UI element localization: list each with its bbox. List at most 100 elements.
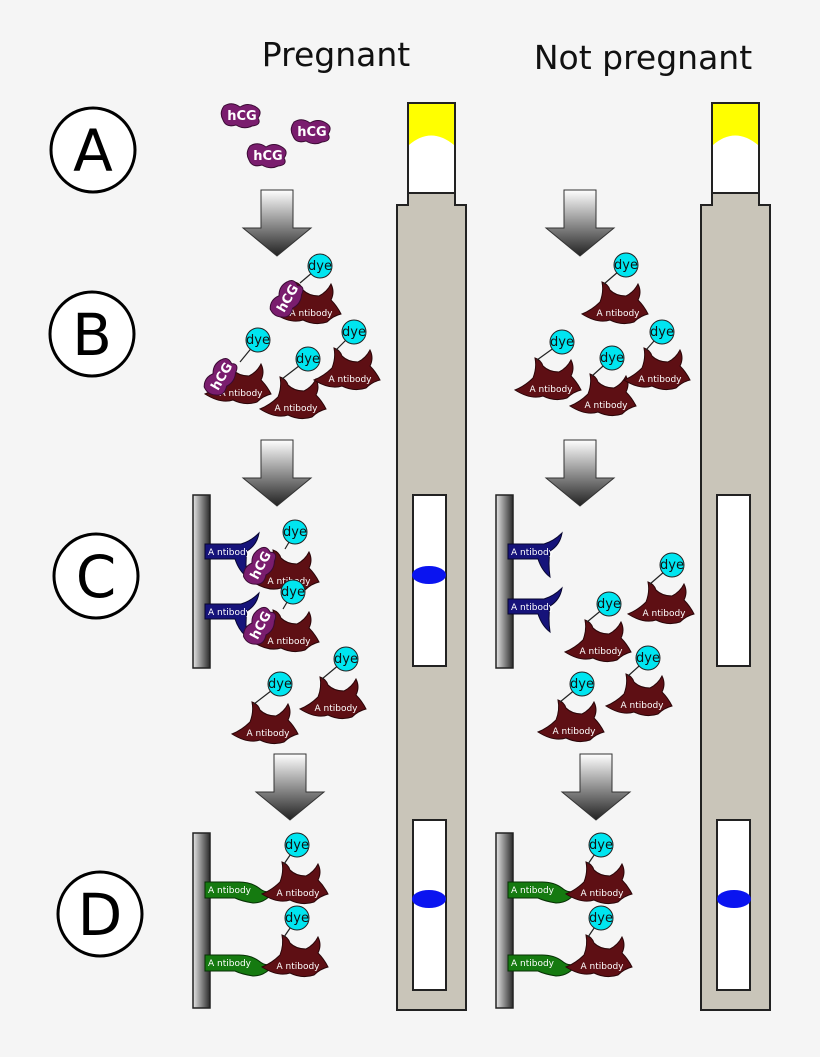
svg-text:A ntibody: A ntibody bbox=[638, 375, 682, 385]
detection-antibody-dye: dye bbox=[253, 671, 293, 705]
capture-antibody-test-zone: A ntibody bbox=[204, 591, 260, 639]
flow-arrow-a-to-b-pregnant bbox=[241, 189, 313, 257]
svg-text:dye: dye bbox=[308, 259, 332, 274]
svg-text:dye: dye bbox=[570, 677, 594, 692]
svg-text:B: B bbox=[72, 301, 112, 369]
svg-text:A ntibody: A ntibody bbox=[289, 309, 333, 319]
svg-text:A ntibody: A ntibody bbox=[219, 389, 263, 399]
detection-antibody-dye: dye bbox=[586, 591, 622, 623]
svg-text:A ntibody: A ntibody bbox=[274, 404, 318, 414]
svg-text:A ntibody: A ntibody bbox=[642, 609, 686, 619]
svg-text:A ntibody: A ntibody bbox=[529, 385, 573, 395]
capture-membrane-c-not-pregnant bbox=[495, 494, 514, 669]
column-title-pregnant: Pregnant bbox=[262, 35, 410, 74]
svg-text:A ntibody: A ntibody bbox=[511, 603, 555, 613]
capture-antibody-test-zone: A ntibody bbox=[507, 531, 563, 579]
svg-text:A ntibody: A ntibody bbox=[208, 608, 252, 618]
hcg-molecule: hCG bbox=[246, 143, 287, 169]
dye-label: dye bbox=[280, 579, 306, 610]
detection-antibody: A ntibody bbox=[513, 357, 582, 401]
detection-antibody: A ntibody bbox=[536, 699, 605, 743]
detection-antibody-dye: dye bbox=[587, 905, 614, 938]
test-line-pregnant bbox=[412, 566, 446, 584]
svg-text:C: C bbox=[76, 543, 117, 611]
detection-antibody: A ntibody bbox=[260, 934, 329, 978]
detection-antibody-dye: dye bbox=[603, 252, 639, 285]
svg-text:A ntibody: A ntibody bbox=[511, 959, 555, 969]
svg-text:hCG: hCG bbox=[253, 149, 282, 164]
detection-antibody-dye: dye bbox=[335, 319, 367, 351]
detection-antibody: A ntibody bbox=[312, 347, 381, 391]
step-label-a: A bbox=[49, 106, 137, 194]
svg-text:dye: dye bbox=[334, 652, 358, 667]
hcg-molecule: hCG bbox=[290, 119, 331, 145]
svg-text:dye: dye bbox=[246, 333, 270, 348]
svg-text:dye: dye bbox=[589, 911, 613, 926]
svg-text:A ntibody: A ntibody bbox=[584, 401, 628, 411]
capture-antibody-control-zone: A ntibody bbox=[507, 954, 579, 977]
svg-text:hCG: hCG bbox=[227, 109, 256, 124]
svg-text:dye: dye bbox=[614, 258, 638, 273]
svg-text:A ntibody: A ntibody bbox=[580, 962, 624, 972]
flow-arrow-c-to-d-pregnant bbox=[254, 753, 326, 821]
dye-label: dye bbox=[282, 519, 308, 550]
detection-antibody-dye: dye bbox=[645, 319, 675, 351]
svg-text:A ntibody: A ntibody bbox=[511, 886, 555, 896]
capture-antibody-test-zone: A ntibody bbox=[507, 586, 563, 634]
detection-antibody-dye: dye bbox=[591, 345, 625, 377]
svg-text:dye: dye bbox=[660, 558, 684, 573]
detection-antibody: A ntibody bbox=[260, 861, 329, 905]
detection-antibody: A ntibody bbox=[604, 673, 673, 717]
dye-label: dye bbox=[239, 327, 271, 363]
control-line-not-pregnant bbox=[717, 890, 751, 908]
step-label-b: B bbox=[48, 290, 136, 378]
svg-text:D: D bbox=[78, 881, 123, 949]
urine-sample-pad bbox=[409, 104, 454, 145]
flow-arrow-b-to-c-pregnant bbox=[241, 439, 313, 507]
step-label-c: C bbox=[52, 532, 140, 620]
detection-antibody-dye: dye bbox=[649, 552, 685, 585]
column-title-not-pregnant: Not pregnant bbox=[534, 38, 752, 77]
svg-text:dye: dye bbox=[600, 351, 624, 366]
svg-text:dye: dye bbox=[281, 585, 305, 600]
test-strip-pregnant bbox=[396, 102, 467, 1011]
svg-text:dye: dye bbox=[285, 911, 309, 926]
detection-antibody-dye: dye bbox=[283, 905, 310, 938]
svg-text:hCG: hCG bbox=[297, 125, 326, 140]
svg-text:dye: dye bbox=[597, 597, 621, 612]
svg-text:A ntibody: A ntibody bbox=[276, 962, 320, 972]
svg-text:A ntibody: A ntibody bbox=[208, 959, 252, 969]
detection-antibody: A ntibody bbox=[298, 676, 367, 720]
capture-membrane-d-pregnant bbox=[192, 832, 211, 1009]
detection-antibody-dye: dye bbox=[283, 832, 310, 865]
detection-antibody: A ntibody bbox=[626, 581, 695, 625]
detection-antibody: A ntibody bbox=[258, 376, 327, 420]
detection-antibody-dye: dye bbox=[321, 646, 359, 680]
svg-text:dye: dye bbox=[268, 677, 292, 692]
svg-text:A ntibody: A ntibody bbox=[246, 729, 290, 739]
result-window-upper bbox=[716, 494, 751, 667]
detection-antibody: A ntibody bbox=[563, 619, 632, 663]
detection-antibody: A ntibody bbox=[568, 373, 637, 417]
flow-arrow-c-to-d-not-pregnant bbox=[560, 753, 632, 821]
svg-text:A ntibody: A ntibody bbox=[208, 886, 252, 896]
svg-text:dye: dye bbox=[283, 525, 307, 540]
svg-text:A ntibody: A ntibody bbox=[580, 889, 624, 899]
svg-text:A ntibody: A ntibody bbox=[267, 637, 311, 647]
svg-text:A ntibody: A ntibody bbox=[596, 309, 640, 319]
capture-antibody-control-zone: A ntibody bbox=[507, 881, 579, 904]
svg-text:dye: dye bbox=[285, 838, 309, 853]
detection-antibody-dye: dye bbox=[559, 671, 595, 703]
control-line-pregnant bbox=[412, 890, 446, 908]
urine-sample-pad bbox=[713, 104, 758, 145]
svg-text:A: A bbox=[73, 117, 113, 185]
capture-membrane-c-pregnant bbox=[192, 494, 211, 669]
flow-arrow-b-to-c-not-pregnant bbox=[544, 439, 616, 507]
svg-text:A ntibody: A ntibody bbox=[511, 548, 555, 558]
step-label-d: D bbox=[56, 870, 144, 958]
detection-antibody: A ntibody bbox=[564, 934, 633, 978]
svg-text:A ntibody: A ntibody bbox=[328, 375, 372, 385]
detection-antibody-dye: dye bbox=[536, 329, 575, 361]
